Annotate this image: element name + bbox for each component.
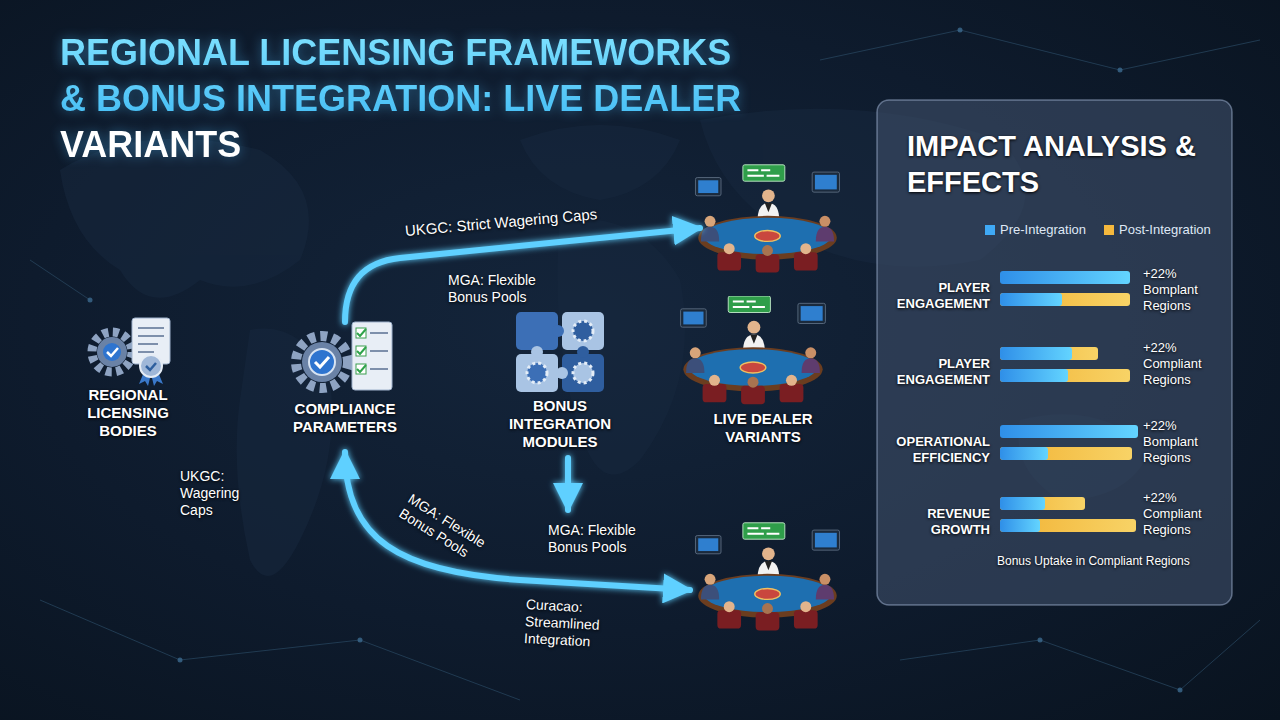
- legend-item: Pre-Integration: [985, 222, 1086, 237]
- node-label: COMPLIANCE PARAMETERS: [275, 400, 415, 436]
- impact-bars: [1000, 271, 1138, 532]
- chart-caption: Bonus Uptake in Compliant Regions: [997, 554, 1217, 568]
- live-table-top: [695, 165, 839, 273]
- stat-note: +22% Compliant Regions: [1143, 340, 1221, 388]
- flow-note: MGA: Flexible Bonus Pools: [396, 491, 503, 575]
- flow-note: UKGC: Wagering Caps: [180, 468, 275, 519]
- row-label: REVENUE GROWTH: [880, 506, 990, 538]
- node-label: IMPACT ANALYSIS & EFFECTS: [907, 128, 1212, 200]
- node-label: LIVE DEALER VARIANTS: [688, 410, 838, 446]
- node-label: REGIONAL LICENSING BODIES: [58, 386, 198, 440]
- stat-note: +22% Bomplant Regions: [1143, 266, 1221, 314]
- process-node: BONUS INTEGRATION MODULES: [490, 308, 630, 451]
- flow-note: MGA: Flexible Bonus Pools: [548, 522, 648, 556]
- live-table-middle: [681, 296, 826, 404]
- live-table-bottom: [695, 523, 839, 631]
- process-node: COMPLIANCE PARAMETERS: [275, 318, 415, 436]
- flow-connector: [198, 372, 275, 378]
- licensing-icon: [92, 318, 170, 386]
- flow-arrows: [345, 228, 700, 590]
- legend-text: Post-Integration: [1119, 222, 1211, 237]
- flow-note: Curacao: Streamlined Integration: [524, 596, 649, 653]
- legend: Pre-Integration Post-Integration: [985, 222, 1211, 237]
- process-node: LIVE DEALER VARIANTS: [688, 300, 838, 446]
- legend-swatch: [1104, 225, 1114, 235]
- legend-swatch: [985, 225, 995, 235]
- flow-connector: [415, 380, 490, 386]
- flow-note: MGA: Flexible Bonus Pools: [448, 272, 558, 306]
- legend-text: Pre-Integration: [1000, 222, 1086, 237]
- flow-connector: [630, 380, 688, 386]
- diagram-title: REGIONAL LICENSING FRAMEWORKS & BONUS IN…: [60, 30, 745, 168]
- stat-note: +22% Compliant Regions: [1143, 490, 1221, 538]
- process-node: REGIONAL LICENSING BODIES: [58, 318, 198, 440]
- impact-panel-bg: [877, 100, 1232, 605]
- node-label: BONUS INTEGRATION MODULES: [490, 397, 630, 451]
- legend-item: Post-Integration: [1104, 222, 1211, 237]
- row-label: PLAYER ENGAGEMENT: [880, 356, 990, 388]
- puzzle-icon: [516, 312, 604, 392]
- compliance-icon: [296, 322, 392, 390]
- row-label: OPERATIONAL EFFICIENCY: [880, 434, 990, 466]
- row-label: PLAYER ENGAGEMENT: [880, 280, 990, 312]
- stat-note: +22% Bomplant Regions: [1143, 418, 1221, 466]
